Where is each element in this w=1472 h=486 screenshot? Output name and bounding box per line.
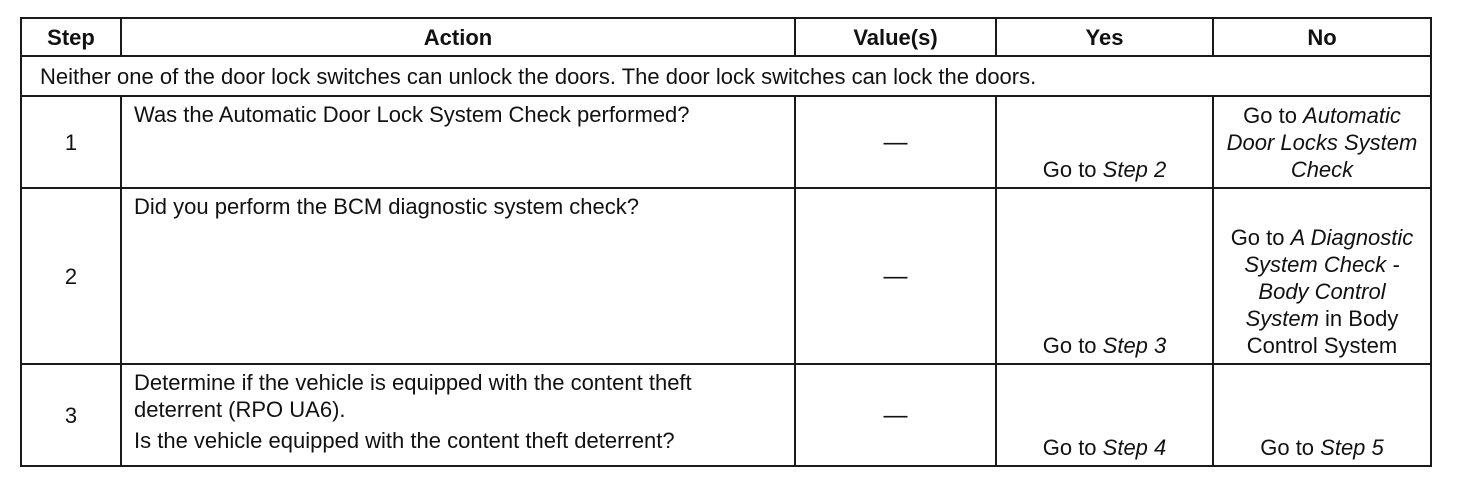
table-row: 1 Was the Automatic Door Lock System Che… xyxy=(20,95,1432,189)
no-reference-link[interactable]: Step 5 xyxy=(1320,435,1384,460)
action-cell: Did you perform the BCM diagnostic syste… xyxy=(120,187,796,365)
no-prefix: Go to xyxy=(1230,225,1291,250)
value-text: — xyxy=(883,401,908,429)
yes-step-link[interactable]: Step 3 xyxy=(1102,333,1167,358)
action-question: Is the vehicle equipped with the content… xyxy=(134,428,675,453)
header-step: Step xyxy=(20,17,122,57)
yes-prefix: Go to xyxy=(1042,157,1103,182)
table-row: 3 Determine if the vehicle is equipped w… xyxy=(20,363,1432,467)
action-cell: Determine if the vehicle is equipped wit… xyxy=(120,363,796,467)
header-row: Step Action Value(s) Yes No xyxy=(20,17,1432,57)
header-action: Action xyxy=(120,17,796,57)
no-reference-link[interactable]: Automatic Door Locks System Check xyxy=(1226,103,1418,182)
no-cell: Go to Step 5 xyxy=(1212,363,1432,467)
action-text: Determine if the vehicle is equipped wit… xyxy=(134,370,692,422)
value-text: — xyxy=(883,128,908,156)
no-prefix: Go to xyxy=(1243,103,1304,128)
value-cell: — xyxy=(794,95,997,189)
header-yes: Yes xyxy=(995,17,1214,57)
yes-prefix: Go to xyxy=(1042,333,1103,358)
yes-step-link[interactable]: Step 2 xyxy=(1102,157,1167,182)
value-text: — xyxy=(883,262,908,290)
yes-cell: Go to Step 3 xyxy=(995,187,1214,365)
action-cell: Was the Automatic Door Lock System Check… xyxy=(120,95,796,189)
yes-cell: Go to Step 4 xyxy=(995,363,1214,467)
yes-step-link[interactable]: Step 4 xyxy=(1102,435,1167,460)
value-cell: — xyxy=(794,363,997,467)
value-cell: — xyxy=(794,187,997,365)
no-cell: Go to A Diagnostic System Check - Body C… xyxy=(1212,187,1432,365)
header-no: No xyxy=(1212,17,1432,57)
no-suffix: in Body Control System xyxy=(1246,306,1399,358)
condition-text: Neither one of the door lock switches ca… xyxy=(20,55,1432,97)
condition-row: Neither one of the door lock switches ca… xyxy=(20,55,1432,97)
no-prefix: Go to xyxy=(1260,435,1321,460)
diagnostic-table: Step Action Value(s) Yes No Neither one … xyxy=(20,17,1432,467)
table-row: 2 Did you perform the BCM diagnostic sys… xyxy=(20,187,1432,365)
step-number: 2 xyxy=(20,187,122,365)
header-values: Value(s) xyxy=(794,17,997,57)
yes-cell: Go to Step 2 xyxy=(995,95,1214,189)
no-cell: Go to Automatic Door Locks System Check xyxy=(1212,95,1432,189)
no-reference-link[interactable]: A Diagnostic System Check - Body Control… xyxy=(1244,225,1414,331)
step-number: 1 xyxy=(20,95,122,189)
action-text: Was the Automatic Door Lock System Check… xyxy=(134,102,690,127)
yes-prefix: Go to xyxy=(1042,435,1103,460)
action-text: Did you perform the BCM diagnostic syste… xyxy=(134,194,639,219)
step-number: 3 xyxy=(20,363,122,467)
